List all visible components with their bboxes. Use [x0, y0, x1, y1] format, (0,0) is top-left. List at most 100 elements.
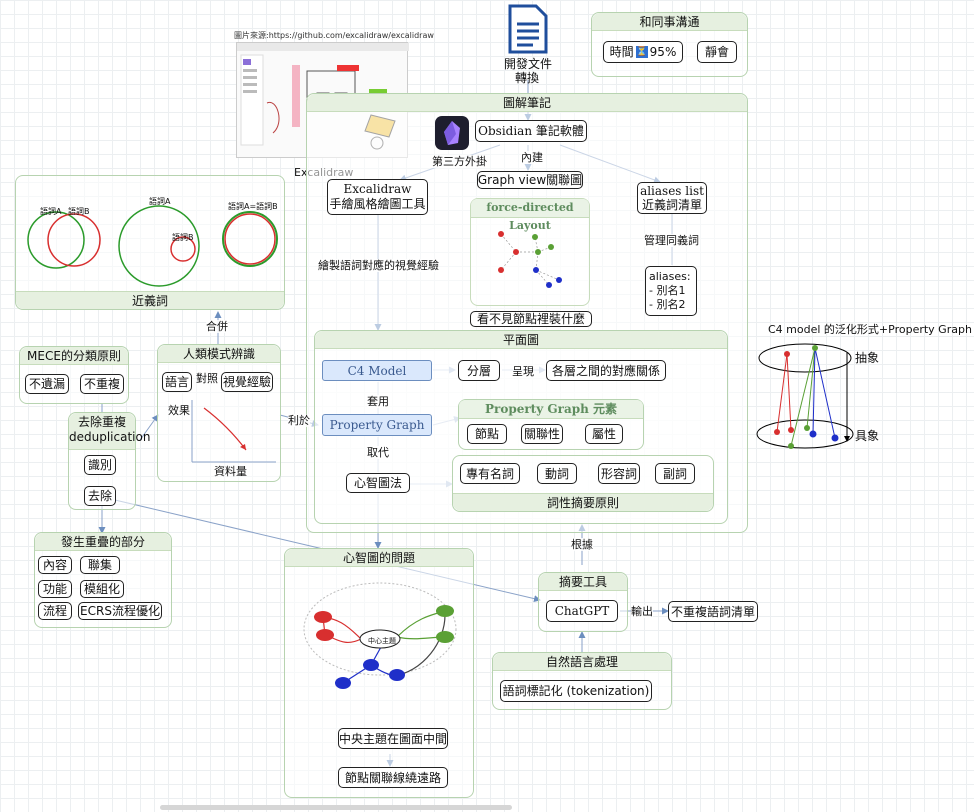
horizontal-scrollbar[interactable] [160, 805, 512, 810]
nlp-title: 自然語言處理 [493, 653, 671, 671]
builtin-label: 內建 [521, 151, 543, 164]
pg-node[interactable]: 節點 [467, 424, 507, 444]
remove-node[interactable]: 去除 [84, 486, 116, 506]
mindmap-example [303, 582, 457, 689]
diagram-notes-title: 圖解筆記 [307, 94, 747, 112]
overlap-process[interactable]: 流程 [38, 602, 72, 620]
aliases-node-line2: 近義詞清單 [641, 198, 702, 212]
result-node[interactable]: 不重複語詞清單 [668, 601, 758, 622]
manage-synonyms-label: 管理同義詞 [644, 234, 699, 247]
mindmap-center-note: 中心主題 [368, 637, 396, 645]
force-layout-title: force-directed Layout [471, 199, 589, 232]
document-icon [508, 4, 548, 54]
c4-model-node[interactable]: C4 Model [322, 360, 432, 381]
mapping-label: 對照 [196, 372, 218, 385]
summary-title: 摘要工具 [539, 573, 627, 591]
time-value: 95% [649, 45, 677, 59]
overlap-content[interactable]: 內容 [38, 556, 72, 574]
mindmap-problem-title: 心智圖的問題 [285, 549, 473, 567]
verb-node[interactable]: 動詞 [537, 463, 577, 484]
force-graph [498, 231, 562, 288]
overlap-modular[interactable]: 模組化 [80, 580, 124, 598]
overlap-function[interactable]: 功能 [38, 580, 72, 598]
force-layout-group: force-directed Layout [470, 198, 590, 306]
cant-see-node[interactable]: 看不見節點裡裝什麼 [470, 311, 592, 327]
merge-label: 合併 [206, 320, 228, 333]
aliases-card: aliases: - 別名1 - 別名2 [645, 266, 697, 316]
meeting-node[interactable]: 靜會 [697, 41, 737, 63]
issue-center-node[interactable]: 中央主題在圖面中間 [338, 728, 448, 749]
tokenization-node[interactable]: 語詞標記化 (tokenization) [500, 680, 652, 702]
basis-label: 根據 [571, 538, 593, 551]
excalidraw-node-line2: 手繪風格繪圖工具 [329, 197, 426, 211]
pg-elements-title: Property Graph 元素 [459, 400, 643, 419]
doc-label-1: 開發文件 [504, 57, 553, 71]
mindmap-problem-group: 心智圖的問題 中心主題 [284, 548, 474, 798]
aliases-node[interactable]: aliases list 近義詞清單 [637, 182, 707, 214]
synonyms-group: 近義詞 語詞A 語詞B 語詞A 語詞B 語詞A=語詞B [15, 175, 285, 310]
adj-node[interactable]: 形容詞 [598, 463, 640, 484]
mindmap-node[interactable]: 心智圖法 [346, 473, 410, 493]
draw-visual-label: 繪製語詞對應的視覺經驗 [318, 259, 439, 272]
present-label: 呈現 [512, 365, 534, 378]
time-node[interactable]: 時間 ⏳ 95% [603, 41, 683, 63]
identify-node[interactable]: 識別 [84, 455, 116, 475]
dedup-title: 去除重複 deduplication [69, 413, 151, 450]
dedup-title-2: deduplication [69, 430, 151, 444]
relation-node[interactable]: 各層之間的對應關係 [546, 360, 666, 381]
doc-label-2: 轉換 [515, 71, 540, 85]
c4-layers-diagram [756, 343, 854, 449]
benefit-label: 利於 [288, 414, 310, 427]
overlap-title: 發生重疊的部分 [35, 533, 171, 551]
venn-a-label: 語詞A [40, 207, 62, 216]
chatgpt-node[interactable]: ChatGPT [546, 600, 618, 622]
obsidian-node[interactable]: Obsidian 筆記軟體 [475, 120, 587, 142]
language-node[interactable]: 語言 [162, 372, 192, 392]
pg-attr[interactable]: 屬性 [585, 424, 623, 444]
excalidraw-node-line1: Excalidraw [343, 182, 412, 196]
vocab-label: 資料量 [214, 465, 247, 478]
apply-label: 套用 [367, 395, 389, 408]
concrete-label: 具象 [855, 429, 880, 443]
output-label: 輸出 [631, 605, 653, 618]
overlap-ecrs[interactable]: ECRS流程優化 [78, 602, 162, 620]
adv-node[interactable]: 副詞 [655, 463, 695, 484]
effect-label: 效果 [168, 404, 190, 417]
venn-small-b-label: 語詞B [172, 233, 194, 242]
aliases-card-line2: - 別名1 [649, 284, 686, 297]
noun-node[interactable]: 專有名詞 [460, 463, 520, 484]
layer-node[interactable]: 分層 [458, 360, 500, 381]
excalidraw-node[interactable]: Excalidraw 手繪風格繪圖工具 [327, 179, 428, 215]
mece-no-dup[interactable]: 不重複 [80, 374, 124, 394]
c4-side-title: C4 model 的泛化形式+Property Graph [768, 323, 972, 336]
screenshot-source: 圖片來源:https://github.com/excalidraw/excal… [234, 31, 434, 40]
pg-link[interactable]: 關聯性 [521, 424, 563, 444]
obsidian-icon [435, 116, 469, 150]
visual-node[interactable]: 視覺經驗 [221, 372, 273, 392]
dedup-title-1: 去除重複 [77, 415, 126, 429]
aliases-node-line1: aliases list [640, 184, 704, 198]
abstract-label: 抽象 [855, 351, 880, 365]
mece-title: MECE的分類原則 [20, 347, 128, 365]
mece-no-omit[interactable]: 不遺漏 [25, 374, 69, 394]
graph-view-node[interactable]: Graph view關聯圖 [477, 171, 583, 189]
aliases-card-line1: aliases: [649, 270, 691, 283]
venn-big-a-label: 語詞A [149, 197, 171, 206]
overlap-union[interactable]: 聯集 [80, 556, 120, 574]
effect-curve [191, 400, 276, 463]
replace-label: 取代 [367, 446, 389, 459]
human-title: 人類模式辨識 [158, 345, 280, 363]
property-graph-node[interactable]: Property Graph [322, 414, 432, 436]
venn-b-label: 語詞B [68, 207, 90, 216]
comm-title: 和同事溝通 [592, 13, 747, 31]
synonyms-title: 近義詞 [16, 291, 284, 309]
time-label: 時間 [609, 45, 634, 59]
human-group: 人類模式辨識 [157, 344, 281, 482]
venn-ab-label: 語詞A=語詞B [228, 202, 278, 211]
third-party-label: 第三方外掛 [432, 155, 487, 168]
issue-detour-node[interactable]: 節點關聯線繞遠路 [338, 767, 448, 788]
plane-title: 平面圖 [315, 331, 727, 349]
hourglass-icon: ⏳ [635, 46, 648, 58]
extract-title: 詞性摘要原則 [453, 493, 713, 511]
venn-diagrams [27, 205, 278, 287]
